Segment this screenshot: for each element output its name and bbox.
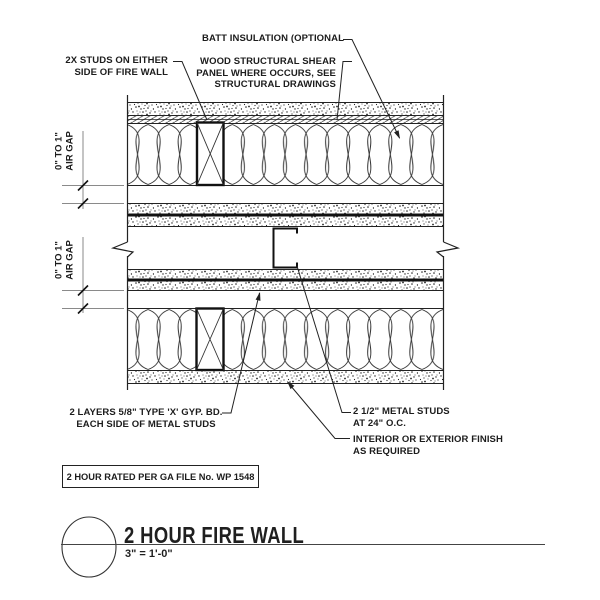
gyp-board-label: 2 LAYERS 5/8" TYPE 'X' GYP. BD. EACH SID… [69,407,223,430]
metal-studs-label: 2 1/2" METAL STUDS AT 24" O.C. [353,406,450,429]
gyp-board-assembly-lower [127,269,443,291]
wood-stud-bottom [195,307,225,372]
metal-studs-leader [296,265,351,413]
batt-insulation-layer-top [127,123,443,186]
batt-insulation-label: BATT INSULATION (OPTIONAL [202,33,344,45]
shear-panel-leader [336,61,352,121]
air-gap-dimension-lower [62,237,124,315]
exterior-finish-layer-bottom [127,370,443,384]
break-line-left-icon [110,241,135,258]
batt-insulation-leader [343,39,400,139]
finish-leader [287,381,350,439]
gyp-board-leader [222,292,261,414]
detail-bubble-icon [61,516,117,578]
gyp-board-assembly-upper [127,203,443,227]
wood-shear-panel-layer [127,115,443,124]
shear-panel-label: WOOD STRUCTURAL SHEAR PANEL WHERE OCCURS… [196,56,336,90]
air-gap-label-upper: 0" TO 1" AIR GAP [53,131,76,171]
batt-insulation-layer-bottom [127,308,443,371]
metal-c-stud [272,227,298,269]
detail-title: 2 HOUR FIRE WALL [124,522,305,548]
break-line-right-icon [435,241,461,258]
air-gap-dimension-upper [62,131,124,210]
air-gap-label-lower: 0" TO 1" AIR GAP [53,240,76,280]
detail-scale: 3" = 1'-0" [125,548,173,560]
rating-note-box: 2 HOUR RATED PER GA FILE No. WP 1548 [62,465,259,488]
studs-label: 2X STUDS ON EITHER SIDE OF FIRE WALL [65,55,168,78]
wood-stud-top [195,121,225,187]
finish-label: INTERIOR OR EXTERIOR FINISH AS REQUIRED [353,434,503,457]
rating-note-text: 2 HOUR RATED PER GA FILE No. WP 1548 [66,471,255,482]
batt-insulation-label-text: BATT INSULATION (OPTIONAL [202,33,344,44]
exterior-finish-layer-top [127,102,443,116]
studs-leader [173,61,208,121]
